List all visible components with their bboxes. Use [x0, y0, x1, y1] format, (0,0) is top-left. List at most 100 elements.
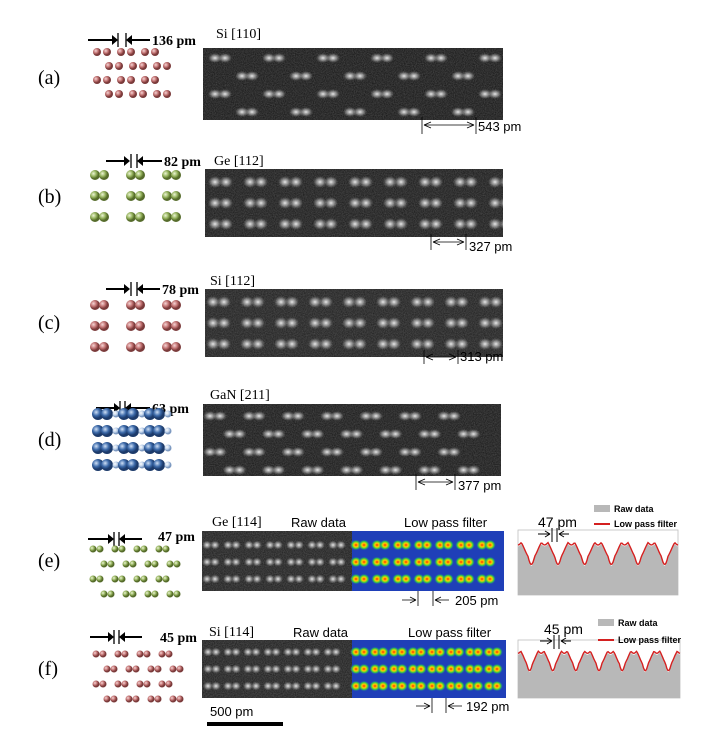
- repeat-d: 377 pm: [458, 478, 501, 493]
- crystal-a: Si [110]: [216, 27, 261, 42]
- atom: [126, 342, 136, 352]
- repeat-marker-f: 192 pm: [416, 698, 509, 714]
- atom: [147, 665, 155, 673]
- atom: [153, 62, 161, 70]
- atom-column: [442, 573, 454, 585]
- atom: [92, 459, 104, 471]
- atom-column: [434, 663, 446, 675]
- atom: [138, 444, 146, 452]
- stem-image-e: [202, 531, 504, 591]
- atom: [153, 408, 165, 420]
- crystal-model-c: [90, 300, 181, 352]
- atom: [144, 425, 156, 437]
- profile-plot-e: 47 pm Raw data Low pass filter: [517, 504, 679, 596]
- atom: [121, 650, 129, 658]
- atom: [127, 48, 135, 56]
- repeat-marker-a: 543 pm: [421, 117, 521, 134]
- atom: [90, 191, 100, 201]
- atom-column: [379, 573, 391, 585]
- atom-column: [400, 539, 412, 551]
- atom: [139, 62, 147, 70]
- atom: [135, 212, 145, 222]
- atom: [92, 408, 104, 420]
- raw-data-area: [518, 544, 678, 595]
- panel-c-label: (c): [38, 312, 60, 334]
- atom: [165, 650, 173, 658]
- atom: [166, 590, 174, 598]
- atom: [126, 170, 136, 180]
- atom-column: [491, 680, 503, 692]
- atom: [171, 170, 181, 180]
- atom: [127, 425, 139, 437]
- atom-column: [463, 556, 475, 568]
- atom-column: [442, 556, 454, 568]
- atom: [153, 442, 165, 454]
- atom-column: [505, 107, 519, 117]
- spacing-marker-f: 45 pm: [90, 630, 197, 646]
- atom: [171, 191, 181, 201]
- atom: [90, 300, 100, 310]
- legend-raw-swatch-f: [598, 619, 614, 626]
- atom-column: [484, 539, 496, 551]
- atom: [101, 408, 113, 420]
- atom: [171, 342, 181, 352]
- atom: [141, 76, 149, 84]
- crystal-e: Ge [114]: [212, 515, 262, 530]
- atom: [162, 545, 170, 553]
- repeat-a: 543 pm: [478, 119, 521, 134]
- legend-filter-e: Low pass filter: [614, 519, 678, 529]
- panel-e-label: (e): [38, 550, 60, 572]
- repeat-marker-d: 377 pm: [415, 474, 501, 493]
- atom-column: [396, 646, 408, 658]
- atom: [153, 459, 165, 471]
- atom: [127, 442, 139, 454]
- atom: [112, 444, 120, 452]
- repeat-marker-c: 313 pm: [423, 349, 503, 364]
- panel-f-label: (f): [38, 658, 58, 680]
- filter-label-e: Low pass filter: [404, 515, 488, 530]
- crystal-c: Si [112]: [210, 274, 255, 289]
- atom: [112, 461, 120, 469]
- atom-column: [415, 680, 427, 692]
- atom: [162, 191, 172, 201]
- atom: [135, 342, 145, 352]
- atom: [138, 427, 146, 435]
- atom: [118, 442, 130, 454]
- atom-column: [421, 573, 433, 585]
- repeat-e: 205 pm: [455, 593, 498, 608]
- repeat-marker-e: 205 pm: [402, 591, 498, 608]
- atom: [155, 575, 163, 583]
- atom: [105, 62, 113, 70]
- stem-image-f: [202, 640, 506, 698]
- atom: [112, 410, 120, 418]
- repeat-c: 313 pm: [460, 349, 503, 364]
- atom: [114, 650, 122, 658]
- legend-filter-f: Low pass filter: [618, 635, 682, 645]
- stem-image-a: [203, 48, 519, 120]
- atom: [143, 680, 151, 688]
- atom-column: [484, 573, 496, 585]
- legend-raw-swatch-e: [594, 505, 610, 512]
- atom: [117, 76, 125, 84]
- atom: [127, 408, 139, 420]
- atom-column: [421, 539, 433, 551]
- atom: [129, 590, 137, 598]
- atom-column: [484, 556, 496, 568]
- atom: [162, 342, 172, 352]
- atom: [163, 62, 171, 70]
- atom-column: [377, 680, 389, 692]
- atom: [126, 321, 136, 331]
- atom-column: [358, 680, 370, 692]
- atom: [164, 444, 172, 452]
- atom: [101, 442, 113, 454]
- atom: [144, 408, 156, 420]
- atom: [143, 650, 151, 658]
- atom-column: [396, 663, 408, 675]
- atom: [140, 545, 148, 553]
- atom: [89, 545, 97, 553]
- atom-column: [472, 646, 484, 658]
- atom: [171, 321, 181, 331]
- atom: [121, 680, 129, 688]
- atom: [93, 48, 101, 56]
- atom: [141, 48, 149, 56]
